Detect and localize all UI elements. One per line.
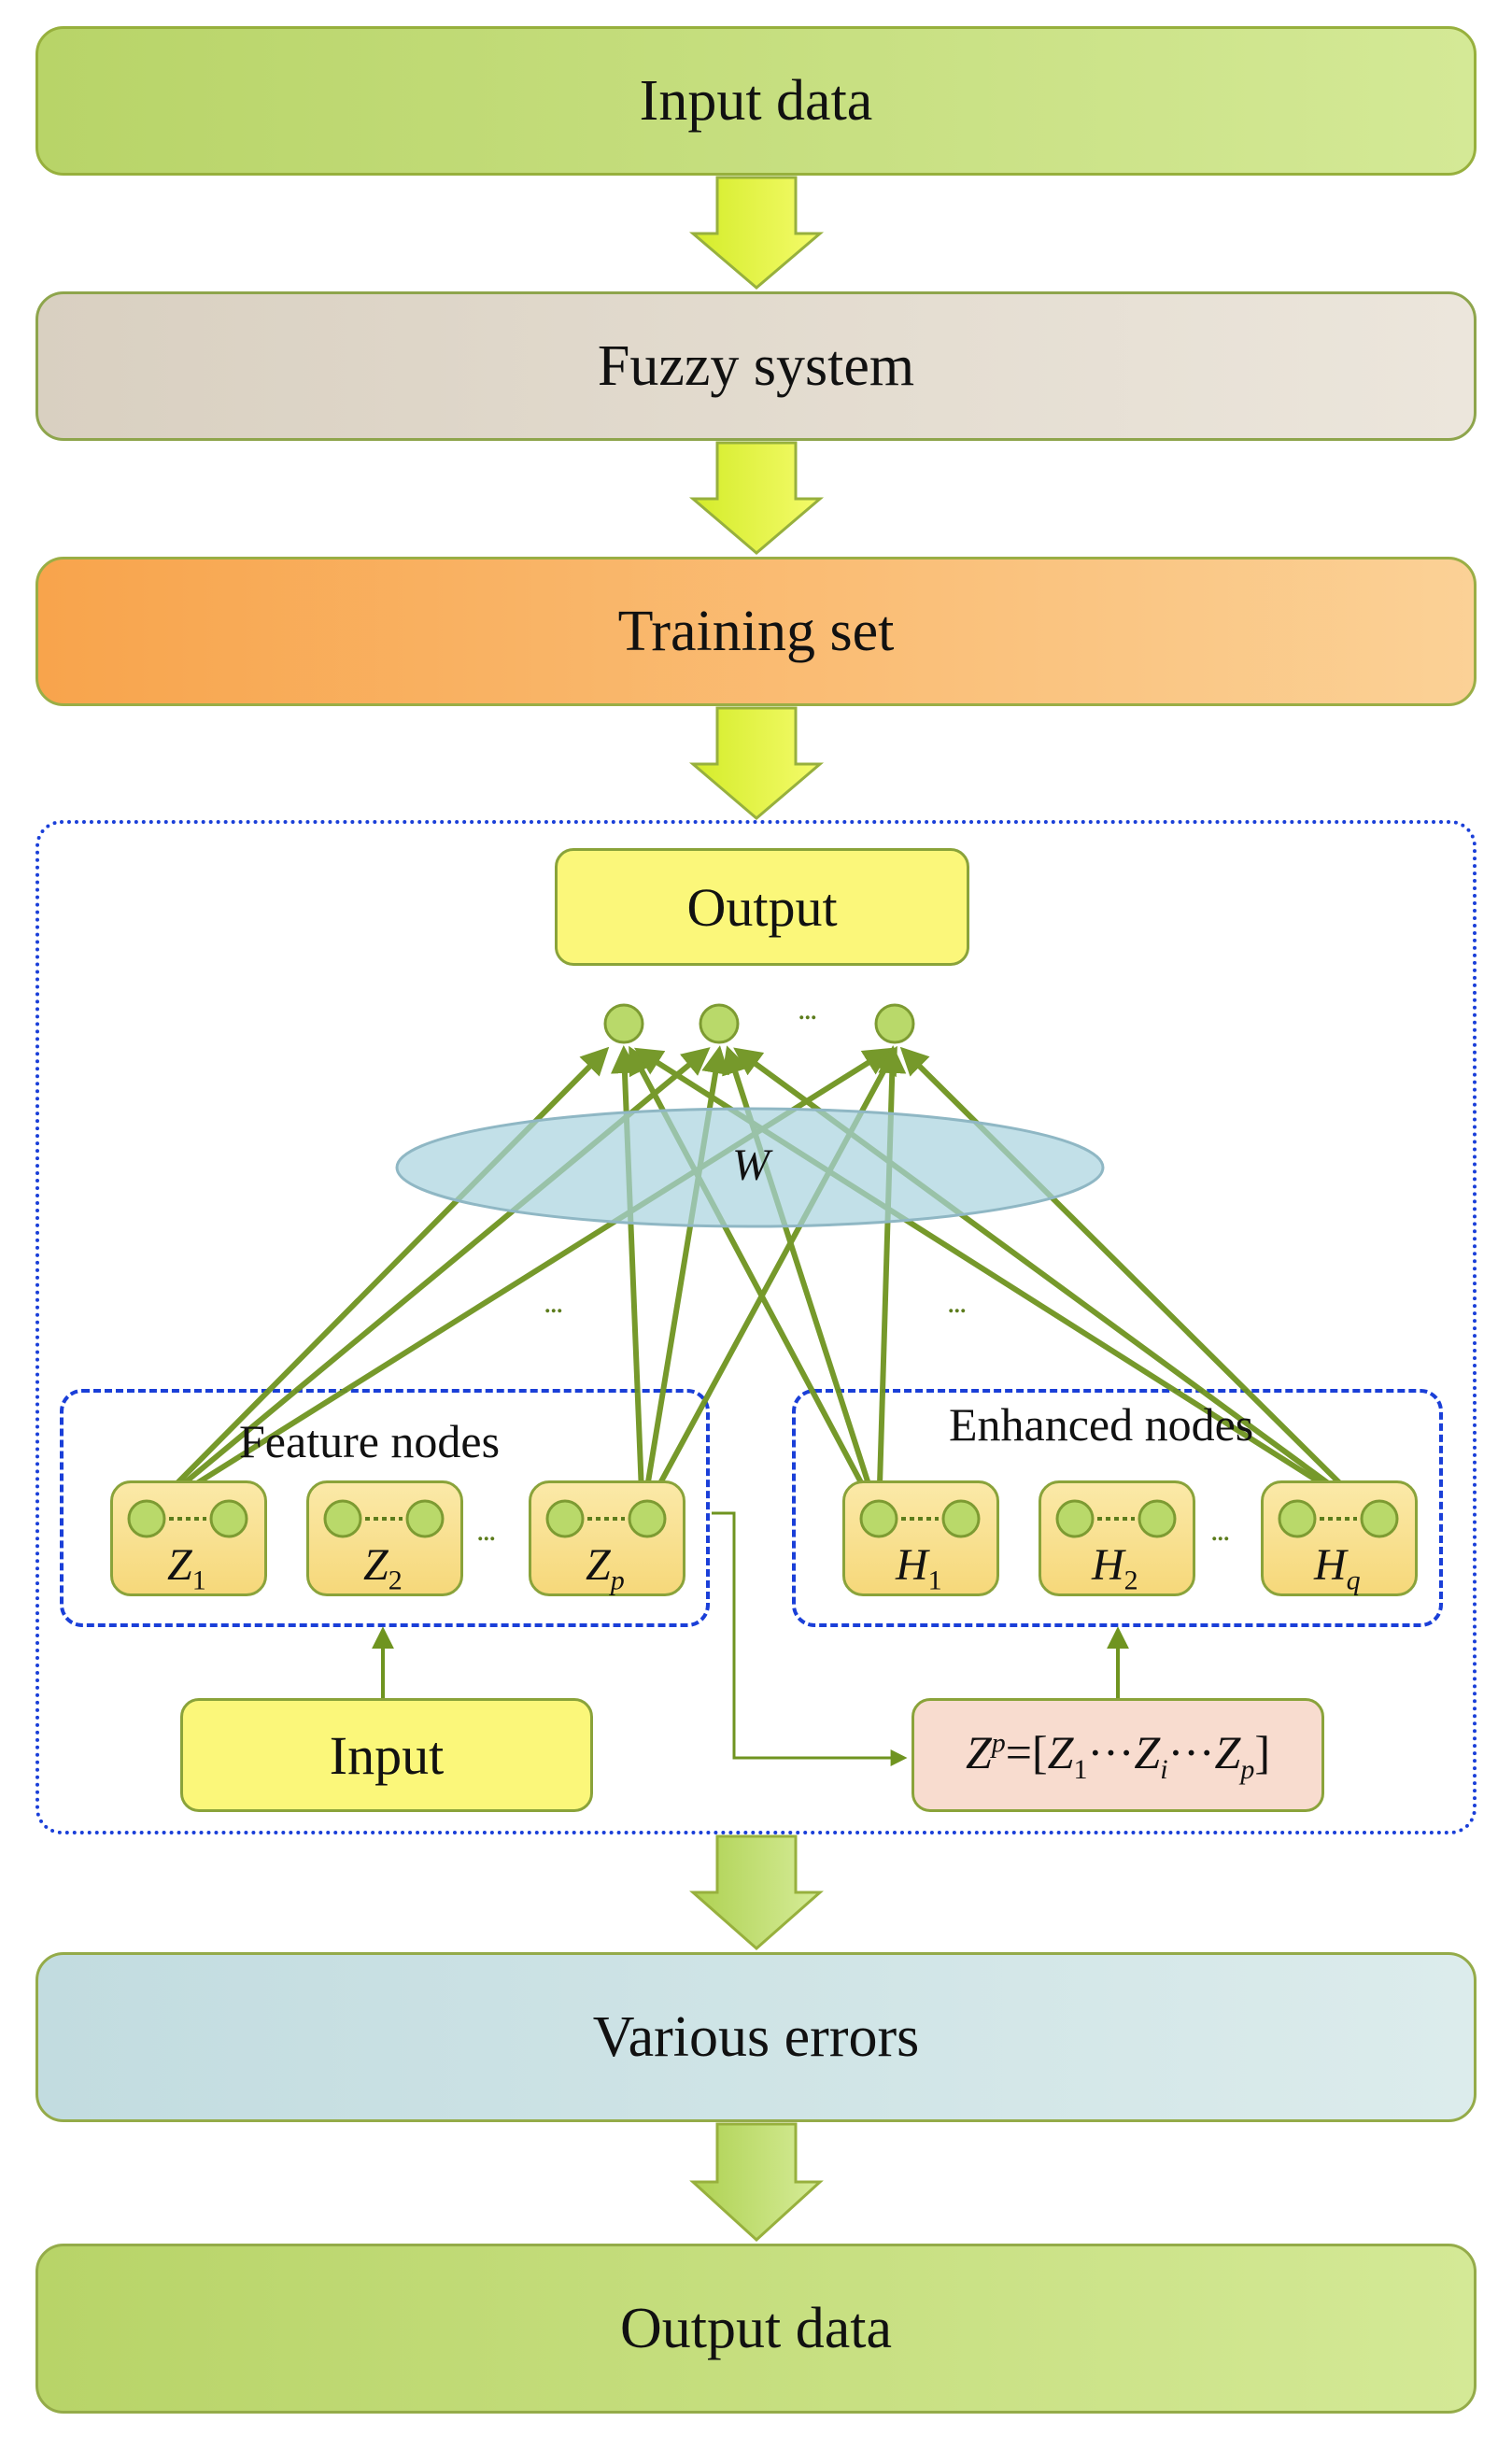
weight-label: W xyxy=(732,1140,770,1190)
feature-nodes-label: Feature nodes xyxy=(239,1415,501,1467)
output-label: Output xyxy=(686,876,838,938)
fuzzy-system-box: Fuzzy system xyxy=(35,291,1477,441)
flow-arrow-3 xyxy=(688,706,825,820)
enhanced-group-q: Hq xyxy=(1261,1480,1418,1596)
enhanced-nodes-frame xyxy=(792,1389,1443,1627)
feature-group-2-label: Z2 xyxy=(363,1540,403,1596)
feature-group-1-neurons xyxy=(127,1499,248,1538)
various-errors-box: Various errors xyxy=(35,1952,1477,2122)
input-data-label: Input data xyxy=(639,68,873,133)
enhanced-upper-ellipsis: ... xyxy=(947,1285,967,1320)
flow-arrow-1 xyxy=(688,176,825,290)
weight-ellipse xyxy=(395,1107,1105,1228)
various-errors-label: Various errors xyxy=(592,2004,920,2069)
input-data-box: Input data xyxy=(35,26,1477,176)
enhanced-groups-ellipsis: ... xyxy=(1210,1513,1230,1548)
enhanced-group-1-neurons xyxy=(859,1499,981,1538)
enhanced-group-2-neurons xyxy=(1055,1499,1177,1538)
output-neuron-1 xyxy=(603,1003,644,1044)
output-data-box: Output data xyxy=(35,2244,1477,2414)
fuzzy-system-label: Fuzzy system xyxy=(597,333,915,398)
feature-upper-ellipsis: ... xyxy=(544,1285,563,1320)
output-ellipsis: ... xyxy=(798,992,817,1027)
feature-group-1: Z1 xyxy=(110,1480,267,1596)
output-data-label: Output data xyxy=(620,2296,892,2360)
output-neuron-q xyxy=(874,1003,915,1044)
feature-group-2-neurons xyxy=(323,1499,445,1538)
output-neuron-2 xyxy=(699,1003,740,1044)
feature-group-2: Z2 xyxy=(306,1480,463,1596)
feature-group-1-label: Z1 xyxy=(167,1540,206,1596)
feature-groups-ellipsis: ... xyxy=(476,1513,496,1548)
feature-group-p-neurons xyxy=(545,1499,667,1538)
training-set-label: Training set xyxy=(617,599,895,663)
feature-group-p: Zp xyxy=(529,1480,685,1596)
network-frame xyxy=(35,820,1477,1834)
zp-to-formula-connector xyxy=(712,1511,908,1766)
enhanced-nodes-label: Enhanced nodes xyxy=(949,1398,1254,1451)
enhanced-group-q-label: Hq xyxy=(1314,1540,1361,1596)
output-box: Output xyxy=(555,848,969,966)
flow-arrow-2 xyxy=(688,441,825,555)
input-label: Input xyxy=(329,1724,445,1786)
feature-nodes-frame xyxy=(60,1389,710,1627)
enhanced-group-2-label: H2 xyxy=(1092,1540,1138,1596)
flow-arrow-4 xyxy=(689,1834,824,1951)
feature-group-p-label: Zp xyxy=(586,1540,625,1596)
input-box: Input xyxy=(180,1698,593,1812)
formula-text: Zp=[Z1···Zi···Zp] xyxy=(965,1725,1270,1785)
enhanced-group-q-neurons xyxy=(1278,1499,1399,1538)
enhanced-group-1: H1 xyxy=(842,1480,999,1596)
enhanced-group-2: H2 xyxy=(1039,1480,1195,1596)
training-set-box: Training set xyxy=(35,557,1477,706)
flow-arrow-5 xyxy=(689,2122,824,2243)
formula-box: Zp=[Z1···Zi···Zp] xyxy=(911,1698,1324,1812)
enhanced-group-1-label: H1 xyxy=(896,1540,942,1596)
